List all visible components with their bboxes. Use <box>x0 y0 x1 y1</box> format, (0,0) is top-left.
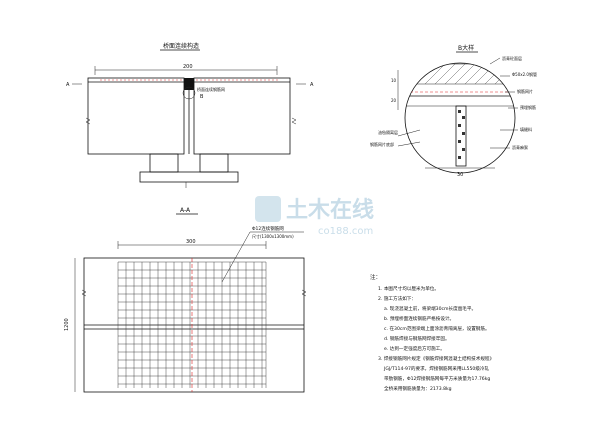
callout-sub: 尺寸(1300x1300mm) <box>252 233 294 239</box>
left-beam <box>87 77 185 155</box>
label-filler: 填缝料 <box>520 126 532 132</box>
dim-30-label: 30 <box>457 172 463 178</box>
label-mesh-bottom: 钢筋网片底部 <box>370 141 394 147</box>
leader-1 <box>489 57 501 65</box>
mesh-note: 桥面连续钢筋网 <box>197 86 225 92</box>
label-embedded: 预埋钢筋 <box>520 104 536 110</box>
label-mesh: 钢筋网片 <box>517 88 533 94</box>
break-mark-right <box>291 117 297 125</box>
notes-heading: 注： <box>370 273 381 281</box>
watermark-logo <box>255 196 281 222</box>
section-aa: A-A 300 1200 <box>64 207 307 393</box>
leader-7 <box>397 129 421 137</box>
watermark-brand: 土木在线 <box>286 197 374 223</box>
callout-title: Φ12连续钢筋网 <box>252 225 284 232</box>
section-aa-title: A-A <box>180 207 191 214</box>
detail-b: B大样 <box>370 44 537 178</box>
detail-b-title: B大样 <box>458 44 474 52</box>
dim-left-b: 20 <box>391 98 397 103</box>
asphalt-layer <box>405 63 515 85</box>
watermark: 土木在线 co188.com <box>255 196 374 237</box>
leader-8 <box>397 141 421 147</box>
joint-block <box>184 78 194 90</box>
label-asphalt-hemp: 沥青麻絮 <box>512 144 528 150</box>
note-line-2: 2. 施工方法如下： <box>378 295 416 302</box>
note-line-3: a. 现浇混凝土前，将梁端30cm长度凿毛平。 <box>384 305 476 312</box>
note-line-6: d. 钢筋焊接与钢筋网焊接牢固。 <box>384 335 450 342</box>
joint-filler <box>455 105 467 167</box>
note-line-4: b. 预埋桥面连续钢筋严格按设计。 <box>384 315 454 322</box>
note-line-9: JGJ/T114-97的要求，焊接钢筋网采用LL550级冷轧 <box>383 365 490 372</box>
dim-1200-label: 1200 <box>64 318 70 331</box>
right-beam <box>193 77 291 155</box>
detail-circle <box>404 62 516 174</box>
pier-cap <box>139 171 239 183</box>
label-felt: 油毡隔离层 <box>378 129 398 135</box>
dim-200-label: 200 <box>183 64 193 70</box>
bearing-left <box>149 153 179 173</box>
note-line-7: e. 达到一定强度后方可施工。 <box>384 345 445 352</box>
label-asphalt: 沥青砼面层 <box>502 55 522 61</box>
dim-left-a: 10 <box>391 78 397 83</box>
section-mark-a-left: A <box>66 82 70 88</box>
elevation-title: 桥面连续构造 <box>163 42 199 50</box>
rebar-grid <box>117 261 267 388</box>
label-steel-pipe: Φ50x2.0钢管 <box>512 71 537 77</box>
note-line-11: 全桥采用钢筋质量为：2173.8kg <box>384 385 452 392</box>
dim-300-label: 300 <box>186 239 196 245</box>
detail-b-label: B <box>200 94 204 100</box>
bearing-right <box>199 153 229 173</box>
note-line-5: c. 在30cm范围梁端上面涂沥青隔离层，设置钢筋。 <box>384 325 490 332</box>
watermark-url: co188.com <box>318 226 373 237</box>
note-line-8: 3. 焊接钢筋网片规定《钢筋焊接网混凝土结构技术规程》 <box>378 355 494 362</box>
callout-leader <box>221 231 251 283</box>
notes-block: 注： 1. 本图尺寸均以厘米为单位。 2. 施工方法如下： a. 现浇混凝土前，… <box>370 273 494 392</box>
break-mark-left <box>85 117 91 125</box>
note-line-1: 1. 本图尺寸均以厘米为单位。 <box>378 285 439 292</box>
detail-b-marker <box>182 86 196 100</box>
note-line-10: 带肋钢筋，Φ12焊接钢筋网每平方米质量为17.76kg <box>384 375 490 382</box>
continuity-elevation: 桥面连续构造 200 A A B 桥面连续钢筋网 <box>66 42 314 188</box>
slab-break-right <box>301 289 307 297</box>
slab-break-left <box>81 289 87 297</box>
section-mark-a-right: A <box>310 82 314 88</box>
